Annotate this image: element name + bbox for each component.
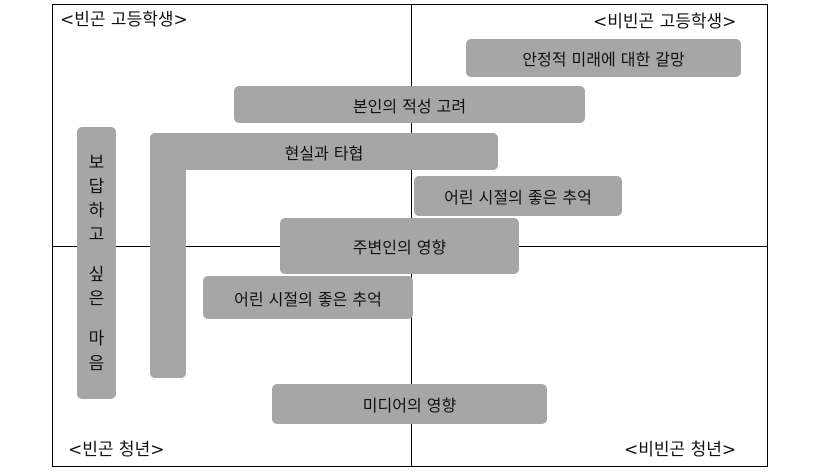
box-others-influence: 주변인의 영향 bbox=[280, 218, 519, 274]
label-nonpoor-youth: <비빈곤 청년> bbox=[624, 440, 737, 460]
vertical-char: 음 bbox=[88, 354, 105, 374]
vertical-char: 고 bbox=[88, 225, 105, 245]
label-poor-youth: <빈곤 청년> bbox=[68, 440, 165, 460]
box-compromise-stem bbox=[150, 133, 186, 378]
vertical-char: 싶 bbox=[88, 265, 105, 285]
box-aptitude: 본인의 적성 고려 bbox=[234, 86, 585, 123]
label-poor-highschool: <빈곤 고등학생> bbox=[60, 10, 188, 30]
box-childhood-right: 어린 시절의 좋은 추억 bbox=[414, 176, 622, 216]
box-future-hope: 안정적 미래에 대한 갈망 bbox=[466, 39, 741, 77]
vertical-char: 하 bbox=[88, 201, 105, 221]
box-compromise: 현실과 타협 bbox=[150, 133, 498, 170]
vertical-char: 보 bbox=[88, 153, 105, 173]
vertical-char: 은 bbox=[88, 289, 105, 309]
quadrant-frame bbox=[52, 4, 768, 467]
label-nonpoor-highschool: <비빈곤 고등학생> bbox=[593, 12, 737, 32]
box-media: 미디어의 영향 bbox=[272, 384, 547, 424]
box-wish-to-repay: 보 답 하 고 싶 은 마 음 bbox=[77, 127, 116, 399]
vertical-char: 마 bbox=[88, 329, 105, 349]
box-childhood-left: 어린 시절의 좋은 추억 bbox=[203, 276, 413, 319]
vertical-char: 답 bbox=[88, 177, 105, 197]
